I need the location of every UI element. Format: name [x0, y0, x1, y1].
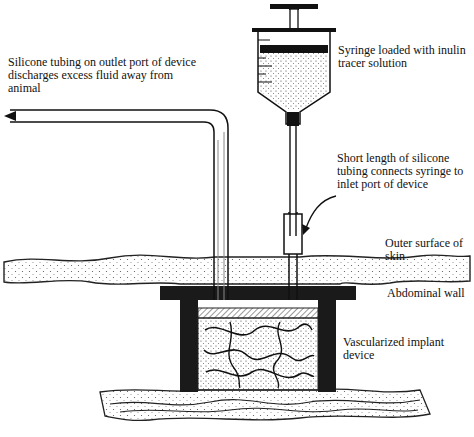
callout-text: Abdominal wall [387, 287, 471, 300]
callout-text: Vascularized implant device [343, 336, 471, 362]
callout-text: Outer surface of skin [385, 237, 471, 263]
callout-text: Short length of silicone tubing connects… [337, 152, 471, 191]
callout-text: Syringe loaded with inulin tracer soluti… [338, 44, 470, 70]
callout-text: Silicone tubing on outlet port of device… [8, 56, 208, 95]
